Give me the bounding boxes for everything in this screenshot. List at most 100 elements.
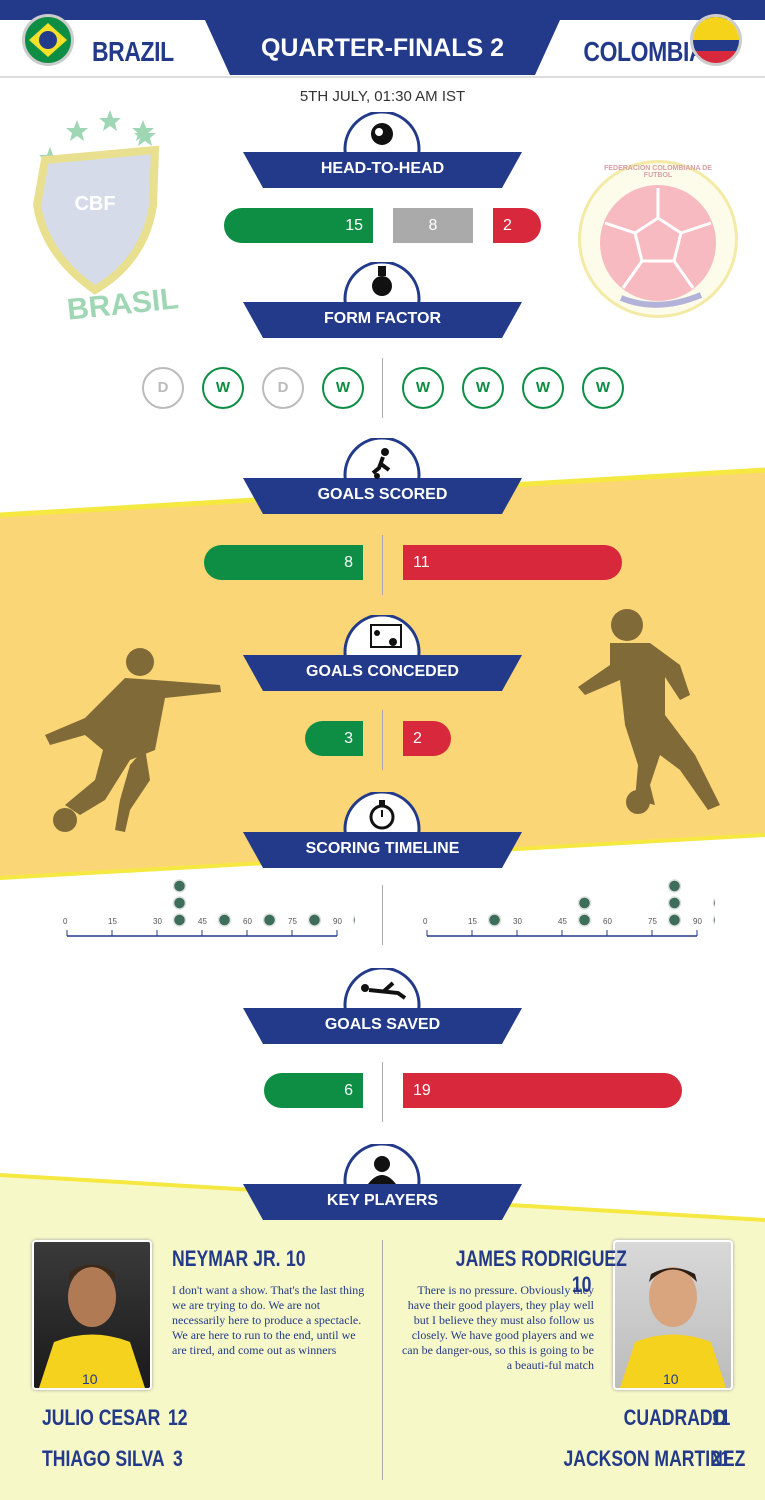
svg-text:10: 10 (663, 1371, 679, 1387)
header-bar (0, 0, 765, 78)
goals-saved-label: GOALS SAVED (324, 1016, 441, 1033)
thiago-silva-name: THIAGO SILVA (42, 1446, 165, 1471)
h2h-brazil-bar: 15 (224, 208, 373, 243)
brazil-timeline-tick-label: 45 (198, 917, 207, 926)
colombia-form-3: W (522, 367, 564, 409)
scoring-timeline-label: SCORING TIMELINE (305, 840, 460, 857)
colombia-form-4: W (582, 367, 624, 409)
match-date: 5TH JULY, 01:30 AM IST (299, 88, 466, 105)
form-factor-label: FORM FACTOR (323, 310, 442, 327)
timeline-divider (382, 885, 383, 945)
colombia-goal-ball-icon (712, 914, 715, 926)
saved-divider (382, 1062, 383, 1122)
colombia-goal-ball-icon (667, 913, 682, 927)
goals-conceded-brazil-bar: 3 (305, 721, 363, 756)
colombia-player-silhouette (578, 609, 720, 814)
match-title: QUARTER-FINALS 2 (260, 34, 505, 62)
neymar-heading: NEYMAR JR.10 (172, 1246, 372, 1272)
james-rodriguez-photo: 10 (613, 1240, 733, 1390)
goals-scored-brazil-bar: 8 (204, 545, 363, 580)
team-right-name: COLOMBIA (583, 36, 706, 67)
goals-saved-brazil-bar: 6 (264, 1073, 363, 1108)
brazil-goal-ball-icon (172, 913, 187, 927)
cbf-logo-text: CBF (74, 193, 116, 215)
james-quote: There is no pressure. Obviously they hav… (401, 1283, 594, 1372)
cbf-logo: CBF BRASIL (25, 105, 195, 340)
colombia-federation-logo: FEDERACION COLOMBIANA DE FUTBOL (578, 160, 738, 318)
colombia-timeline-tick-label: 45 (558, 917, 567, 926)
svg-text:10: 10 (82, 1371, 98, 1387)
brazil-goal-ball-icon (172, 896, 187, 910)
julio-cesar-name: JULIO CESAR (42, 1405, 161, 1430)
head-to-head-banner: HEAD-TO-HEAD (243, 110, 522, 192)
colombia-goal-ball-icon (712, 897, 715, 909)
conceded-divider (382, 710, 383, 770)
form-divider (382, 358, 383, 418)
brazil-goal-ball-icon (307, 913, 322, 927)
goals-conceded-colombia-bar: 2 (403, 721, 451, 756)
thiago-silva-number: 3 (173, 1446, 183, 1471)
neymar-number: 10 (285, 1246, 306, 1271)
brazil-timeline-tick-label: 15 (108, 917, 117, 926)
colombia-goal-ball-icon (577, 896, 592, 910)
goals-conceded-label: GOALS CONCEDED (306, 663, 459, 680)
brazil-form-4: W (322, 367, 364, 409)
colombia-scoring-timeline: 0 15 30 45 60 75 90 (423, 879, 715, 937)
neymar-photo: 10 (32, 1240, 152, 1390)
team-left-name: BRAZIL (92, 36, 174, 67)
brazil-goal-ball-icon (217, 913, 232, 927)
cuadrado-number: 11 (711, 1405, 730, 1430)
neymar-quote: I don't want a show. That's the last thi… (172, 1283, 365, 1357)
colombia-timeline-tick-label: 75 (648, 917, 657, 926)
goals-scored-banner: GOALS SCORED (243, 436, 522, 518)
colombia-form-1: W (402, 367, 444, 409)
goals-scored-colombia-bar: 11 (403, 545, 622, 580)
neymar-name: NEYMAR JR. (172, 1246, 281, 1271)
cuadrado-row: CUADRADO11 (480, 1405, 730, 1431)
form-factor-banner: FORM FACTOR (243, 260, 522, 342)
james-number: 10 (571, 1272, 591, 1297)
julio-cesar-number: 12 (167, 1405, 188, 1430)
colombia-timeline-tick-label: 90 (693, 917, 702, 926)
players-divider (382, 1240, 383, 1480)
goals-saved-colombia-bar: 19 (403, 1073, 682, 1108)
goals-scored-label: GOALS SCORED (317, 486, 448, 503)
brazil-timeline-tick-label: 90 (333, 917, 342, 926)
brazil-timeline-tick-label: 0 (63, 917, 68, 926)
colombia-logo-text: FEDERACION COLOMBIANA DE FUTBOL (604, 165, 712, 179)
colombia-goal-ball-icon (667, 896, 682, 910)
head-to-head-label: HEAD-TO-HEAD (320, 160, 445, 177)
key-players-banner: KEY PLAYERS (243, 1142, 522, 1224)
colombia-flag-icon (690, 14, 742, 66)
brazil-timeline-tick-label: 75 (288, 917, 297, 926)
colombia-timeline-tick-label: 30 (513, 917, 522, 926)
jackson-martinez-row: JACKSON MARTINEZ21 (450, 1446, 746, 1472)
thiago-silva-row: THIAGO SILVA 3 (42, 1446, 262, 1472)
colombia-goal-ball-icon (487, 913, 502, 927)
goals-conceded-banner: GOALS CONCEDED (243, 613, 522, 695)
scored-divider (382, 535, 383, 595)
key-players-label: KEY PLAYERS (326, 1192, 439, 1209)
brazil-timeline-tick-label: 30 (153, 917, 162, 926)
jackson-martinez-number: 21 (710, 1446, 730, 1471)
h2h-colombia-bar: 2 (493, 208, 541, 243)
colombia-timeline-tick-label: 60 (603, 917, 612, 926)
brazil-goal-ball-icon (352, 914, 355, 926)
colombia-timeline-tick-label: 0 (423, 917, 428, 926)
goals-saved-banner: GOALS SAVED (243, 966, 522, 1048)
brazil-player-silhouette (45, 648, 221, 832)
jackson-martinez-name: JACKSON MARTINEZ (563, 1446, 746, 1471)
brazil-goal-ball-icon (172, 879, 187, 893)
colombia-timeline-tick-label: 15 (468, 917, 477, 926)
brazil-form-3: D (262, 367, 304, 409)
brazil-goal-ball-icon (262, 913, 277, 927)
cuadrado-name: CUADRADO (624, 1405, 727, 1430)
brazil-flag-icon (22, 14, 74, 66)
brazil-form-1: D (142, 367, 184, 409)
james-heading: JAMES RODRIGUEZ10 (398, 1246, 627, 1298)
james-name: JAMES RODRIGUEZ (455, 1246, 627, 1271)
h2h-draws-bar: 8 (393, 208, 473, 243)
colombia-goal-ball-icon (667, 879, 682, 893)
